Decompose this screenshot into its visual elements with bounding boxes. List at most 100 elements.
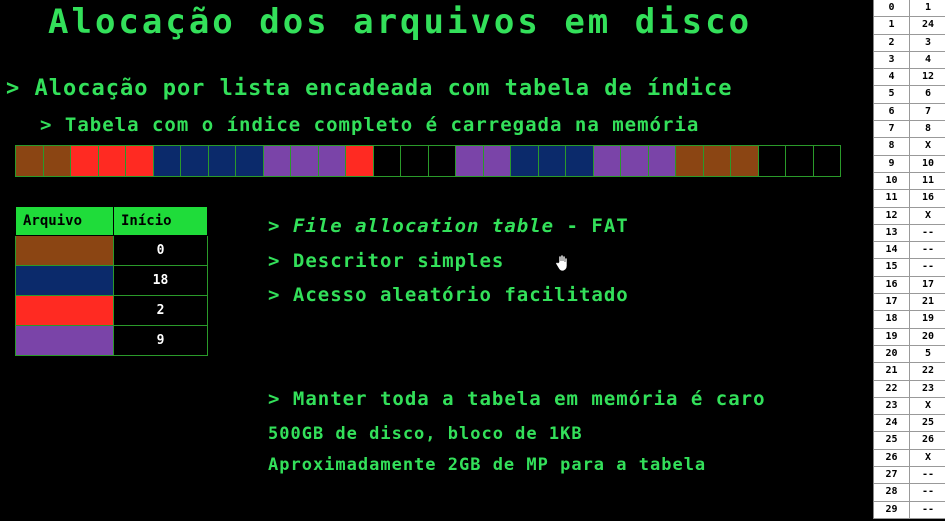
fat-next-block: 17	[921, 278, 935, 290]
fat-block-index: 26	[874, 449, 910, 467]
disk-blocks-strip	[15, 145, 841, 177]
fat-row: 25 26	[874, 432, 945, 450]
fat-next-block: 8	[924, 123, 932, 135]
fat-block-index: 7	[874, 121, 910, 138]
disk-block	[401, 146, 429, 176]
disk-block	[373, 146, 401, 176]
fat-block-index: 2	[874, 34, 910, 51]
file-color-swatch	[15, 265, 114, 296]
fat-row: 4 12	[874, 69, 945, 87]
disk-block	[318, 146, 346, 176]
disk-block	[126, 146, 154, 176]
fat-block-index: 6	[874, 103, 910, 121]
fat-next-block: 16	[921, 192, 935, 204]
fat-row: 15--	[874, 259, 945, 277]
disk-block	[98, 146, 126, 176]
disk-block	[346, 146, 374, 176]
disk-block	[153, 146, 181, 176]
fat-block-index: 25	[874, 432, 910, 449]
fat-block-index: 5	[874, 86, 910, 103]
file-color-swatch	[15, 325, 114, 356]
fat-block-index: 17	[874, 294, 910, 311]
disk-block	[676, 146, 704, 176]
disk-block	[758, 146, 786, 176]
fat-next-block: 5	[924, 347, 932, 359]
point-random-access: > Acesso aleatório facilitado	[268, 284, 629, 306]
fat-row: 14--	[874, 242, 945, 260]
fat-row: 13--	[874, 224, 945, 243]
fat-next-block: 6	[924, 88, 932, 100]
fat-next-block: 26	[921, 434, 935, 446]
fat-block-index: 21	[874, 363, 910, 380]
disk-block	[291, 146, 319, 176]
slide-title: Alocação dos arquivos em disco	[48, 2, 753, 42]
fat-block-index: 29	[874, 501, 910, 518]
disk-block	[236, 146, 264, 176]
table-row: 0	[15, 235, 208, 266]
fat-next-block: 10	[921, 157, 935, 169]
fat-block-index: 0	[874, 0, 910, 17]
fat-block-index: 28	[874, 484, 910, 501]
fat-next-block: 25	[921, 417, 935, 429]
point-memory-cost: > Manter toda a tabela em memória é caro	[268, 388, 766, 410]
disk-block	[566, 146, 594, 176]
fat-row: 11 16	[874, 190, 945, 208]
header-arquivo: Arquivo	[15, 206, 114, 236]
file-start-value: 2	[113, 295, 208, 326]
point-simple-descriptor: > Descritor simples	[268, 250, 505, 272]
fat-block-index: 9	[874, 155, 910, 172]
disk-block	[593, 146, 621, 176]
fat-next-block: 24	[921, 19, 935, 31]
fat-next-block: X	[924, 399, 932, 411]
fat-block-index: 16	[874, 276, 910, 294]
file-start-value: 9	[113, 325, 208, 356]
fat-block-index: 14	[874, 242, 910, 259]
fat-block-index: 22	[874, 380, 910, 397]
disk-block	[813, 146, 840, 176]
disk-block	[483, 146, 511, 176]
bullet-linked-list-index: > Alocação por lista encadeada com tabel…	[6, 76, 733, 101]
fat-row: 9 10	[874, 155, 945, 173]
fat-next-block: 12	[921, 71, 935, 83]
fat-block-index: 15	[874, 259, 910, 276]
fat-next-block: 4	[924, 53, 932, 65]
point-fat-prefix: >	[268, 215, 293, 237]
header-inicio: Início	[113, 206, 208, 236]
fat-row: 21 22	[874, 363, 945, 381]
fat-block-index: 24	[874, 415, 910, 432]
disk-block	[731, 146, 759, 176]
fat-block-index: 8	[874, 138, 910, 155]
table-row: 18	[15, 265, 208, 296]
fat-next-block: 22	[921, 365, 935, 377]
fat-block-index: 18	[874, 311, 910, 328]
fat-next-block: X	[924, 209, 932, 221]
fat-block-index: 13	[874, 224, 910, 242]
fat-block-index: 11	[874, 190, 910, 207]
file-start-value: 0	[113, 235, 208, 266]
fat-block-index: 4	[874, 69, 910, 86]
fat-next-block: 21	[921, 296, 935, 308]
fat-block-index: 3	[874, 51, 910, 69]
disk-block	[16, 146, 44, 176]
fat-next-block: 7	[924, 105, 932, 117]
fat-block-index: 10	[874, 172, 910, 190]
fat-block-index: 27	[874, 467, 910, 484]
disk-block	[538, 146, 566, 176]
fat-block-index: 19	[874, 328, 910, 345]
fat-next-block: 23	[921, 382, 935, 394]
point-fat-suffix: - FAT	[554, 215, 629, 237]
disk-block	[703, 146, 731, 176]
point-fat: > File allocation table - FAT	[268, 215, 629, 237]
